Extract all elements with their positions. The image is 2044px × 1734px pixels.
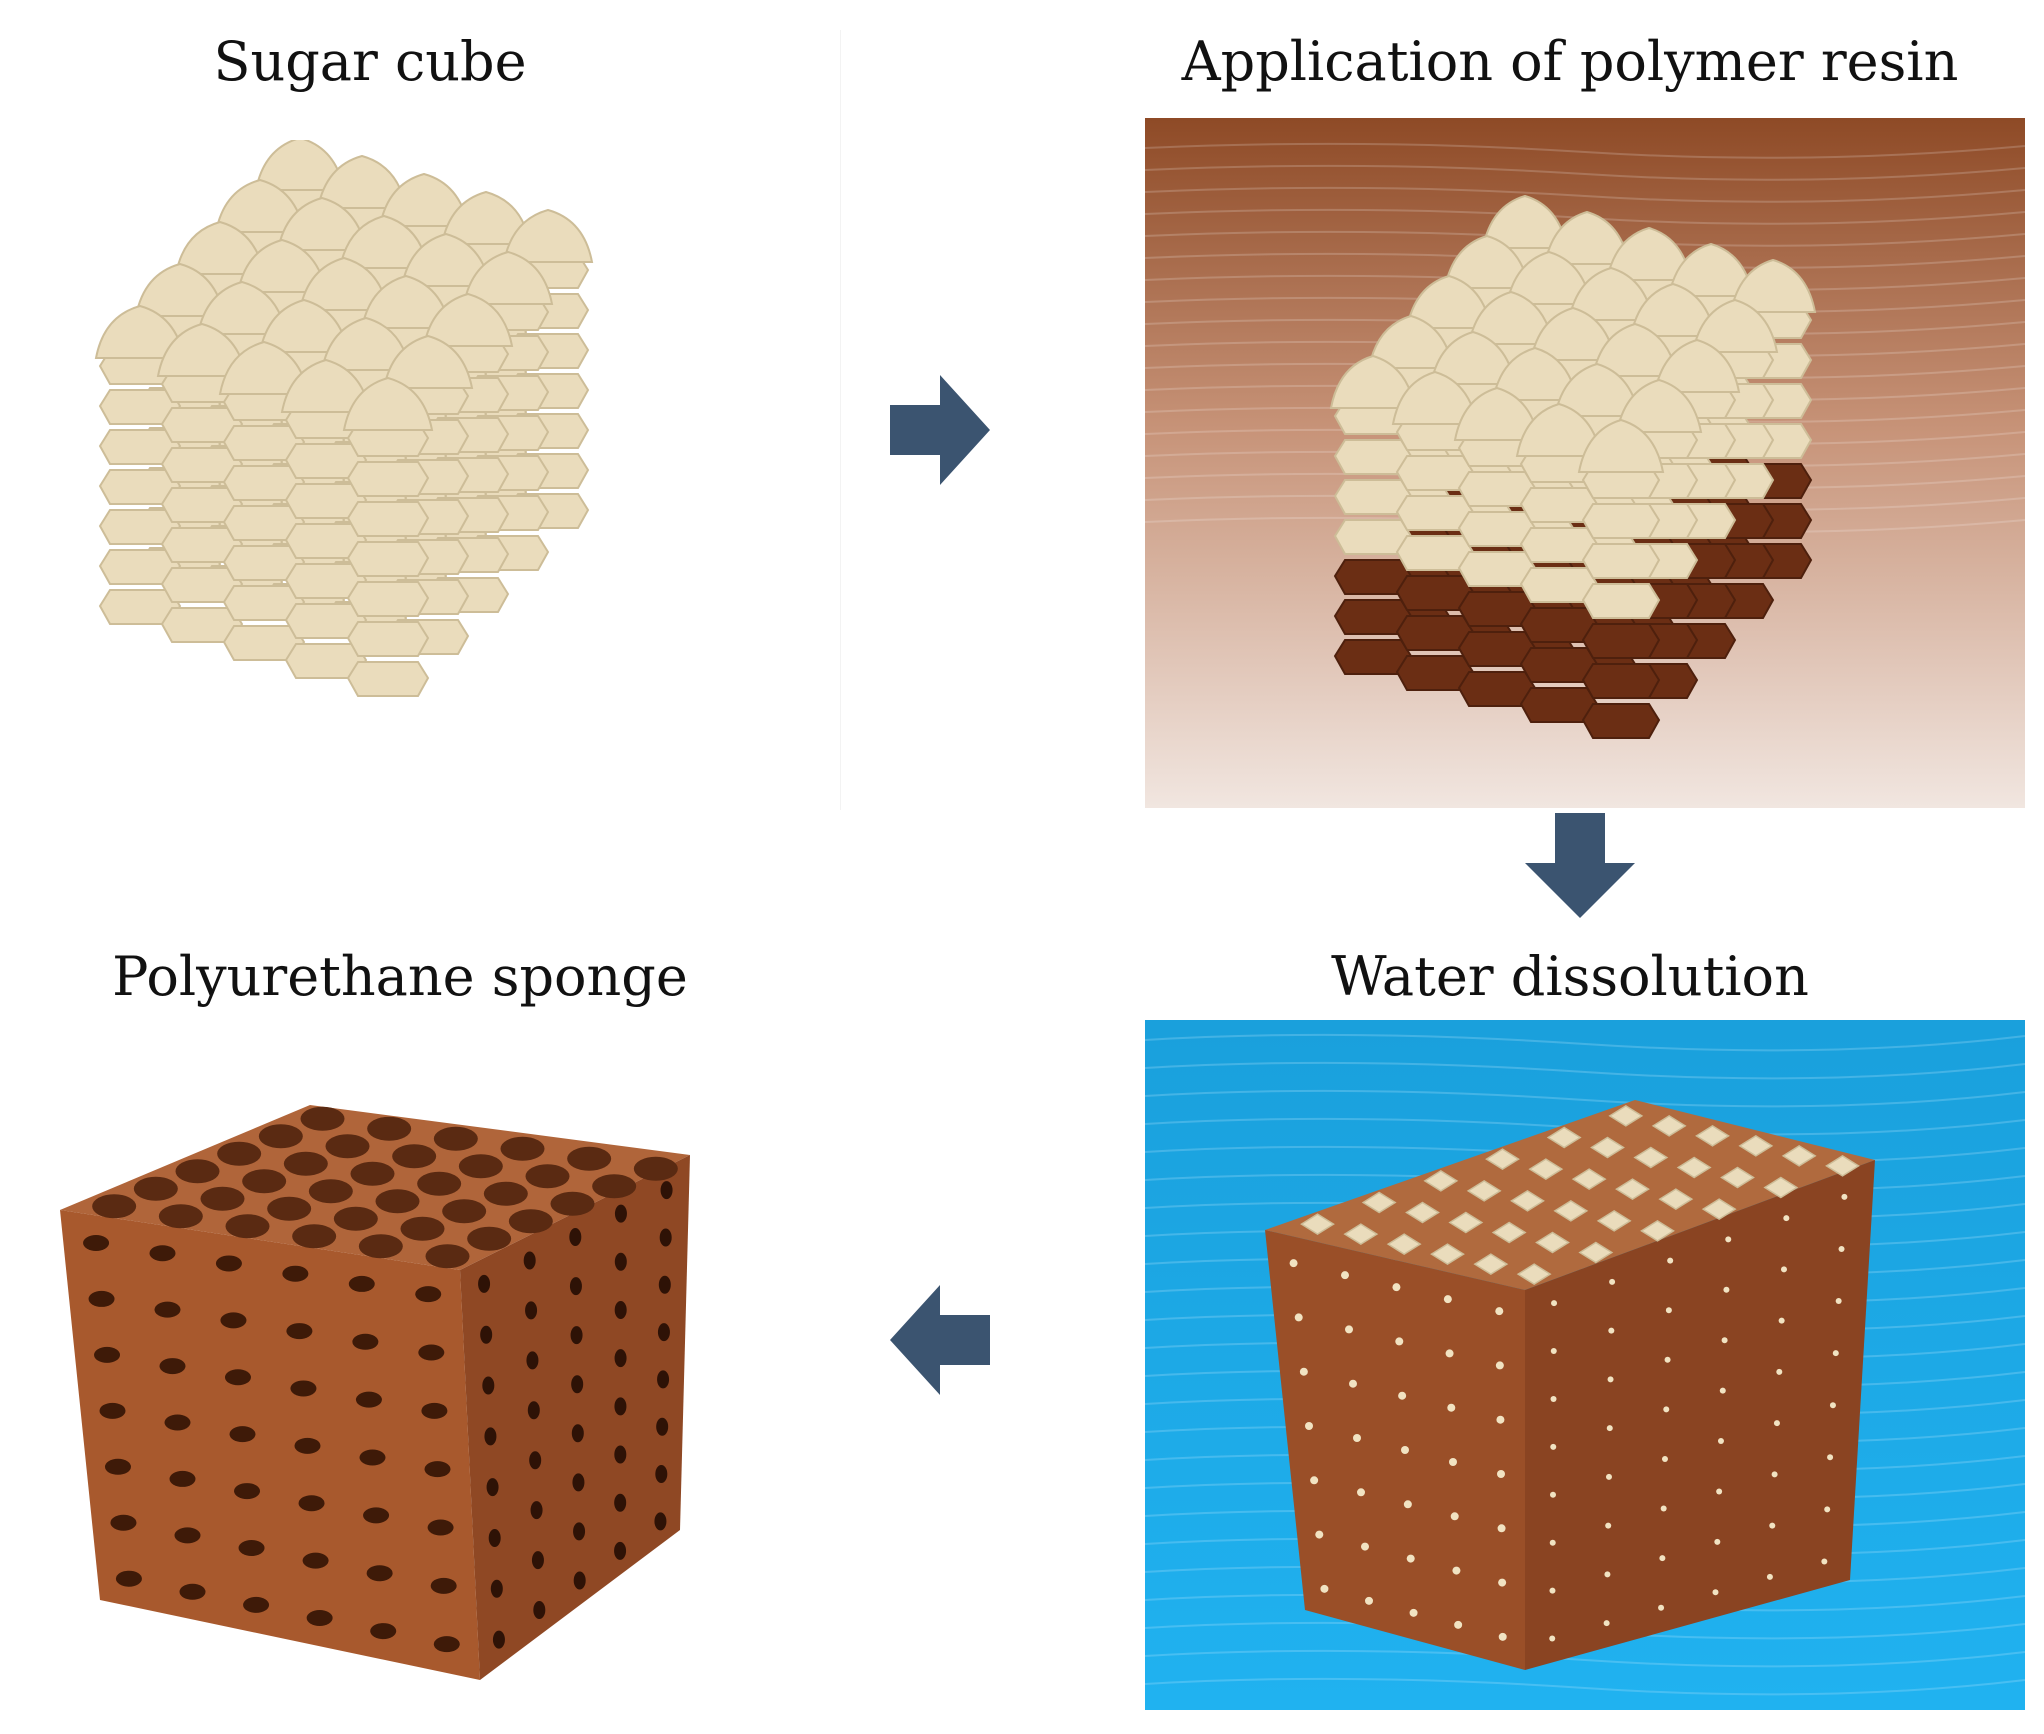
granule-column <box>1453 386 1541 707</box>
sugar-cube-illustration <box>94 140 594 697</box>
water-dissolution-illustration <box>1145 1020 2025 1710</box>
granule-column <box>1515 402 1603 723</box>
granule-column <box>342 376 434 697</box>
granule-column <box>156 322 248 643</box>
panel-divider <box>840 30 841 810</box>
cube-right-face <box>1525 1160 1875 1670</box>
arrow-down <box>1525 813 1635 918</box>
step-label-water: Water dissolution <box>1331 945 1809 1008</box>
granule-column <box>218 340 310 661</box>
granule-column <box>94 304 186 625</box>
resin-application-illustration <box>1145 118 2025 808</box>
arrow-left <box>890 1285 990 1395</box>
granule-column <box>1577 418 1665 739</box>
granule-column <box>1391 370 1479 691</box>
step-label-sponge: Polyurethane sponge <box>112 945 688 1008</box>
step-label-sugar-cube: Sugar cube <box>213 30 527 93</box>
polyurethane-sponge-illustration <box>60 1105 690 1680</box>
step-label-resin: Application of polymer resin <box>1181 30 1959 93</box>
granule-column <box>280 358 372 679</box>
arrow-right <box>890 375 990 485</box>
sponge-right-face <box>460 1155 690 1680</box>
sponge-front-face <box>60 1210 480 1680</box>
cube-front-face <box>1265 1230 1525 1670</box>
